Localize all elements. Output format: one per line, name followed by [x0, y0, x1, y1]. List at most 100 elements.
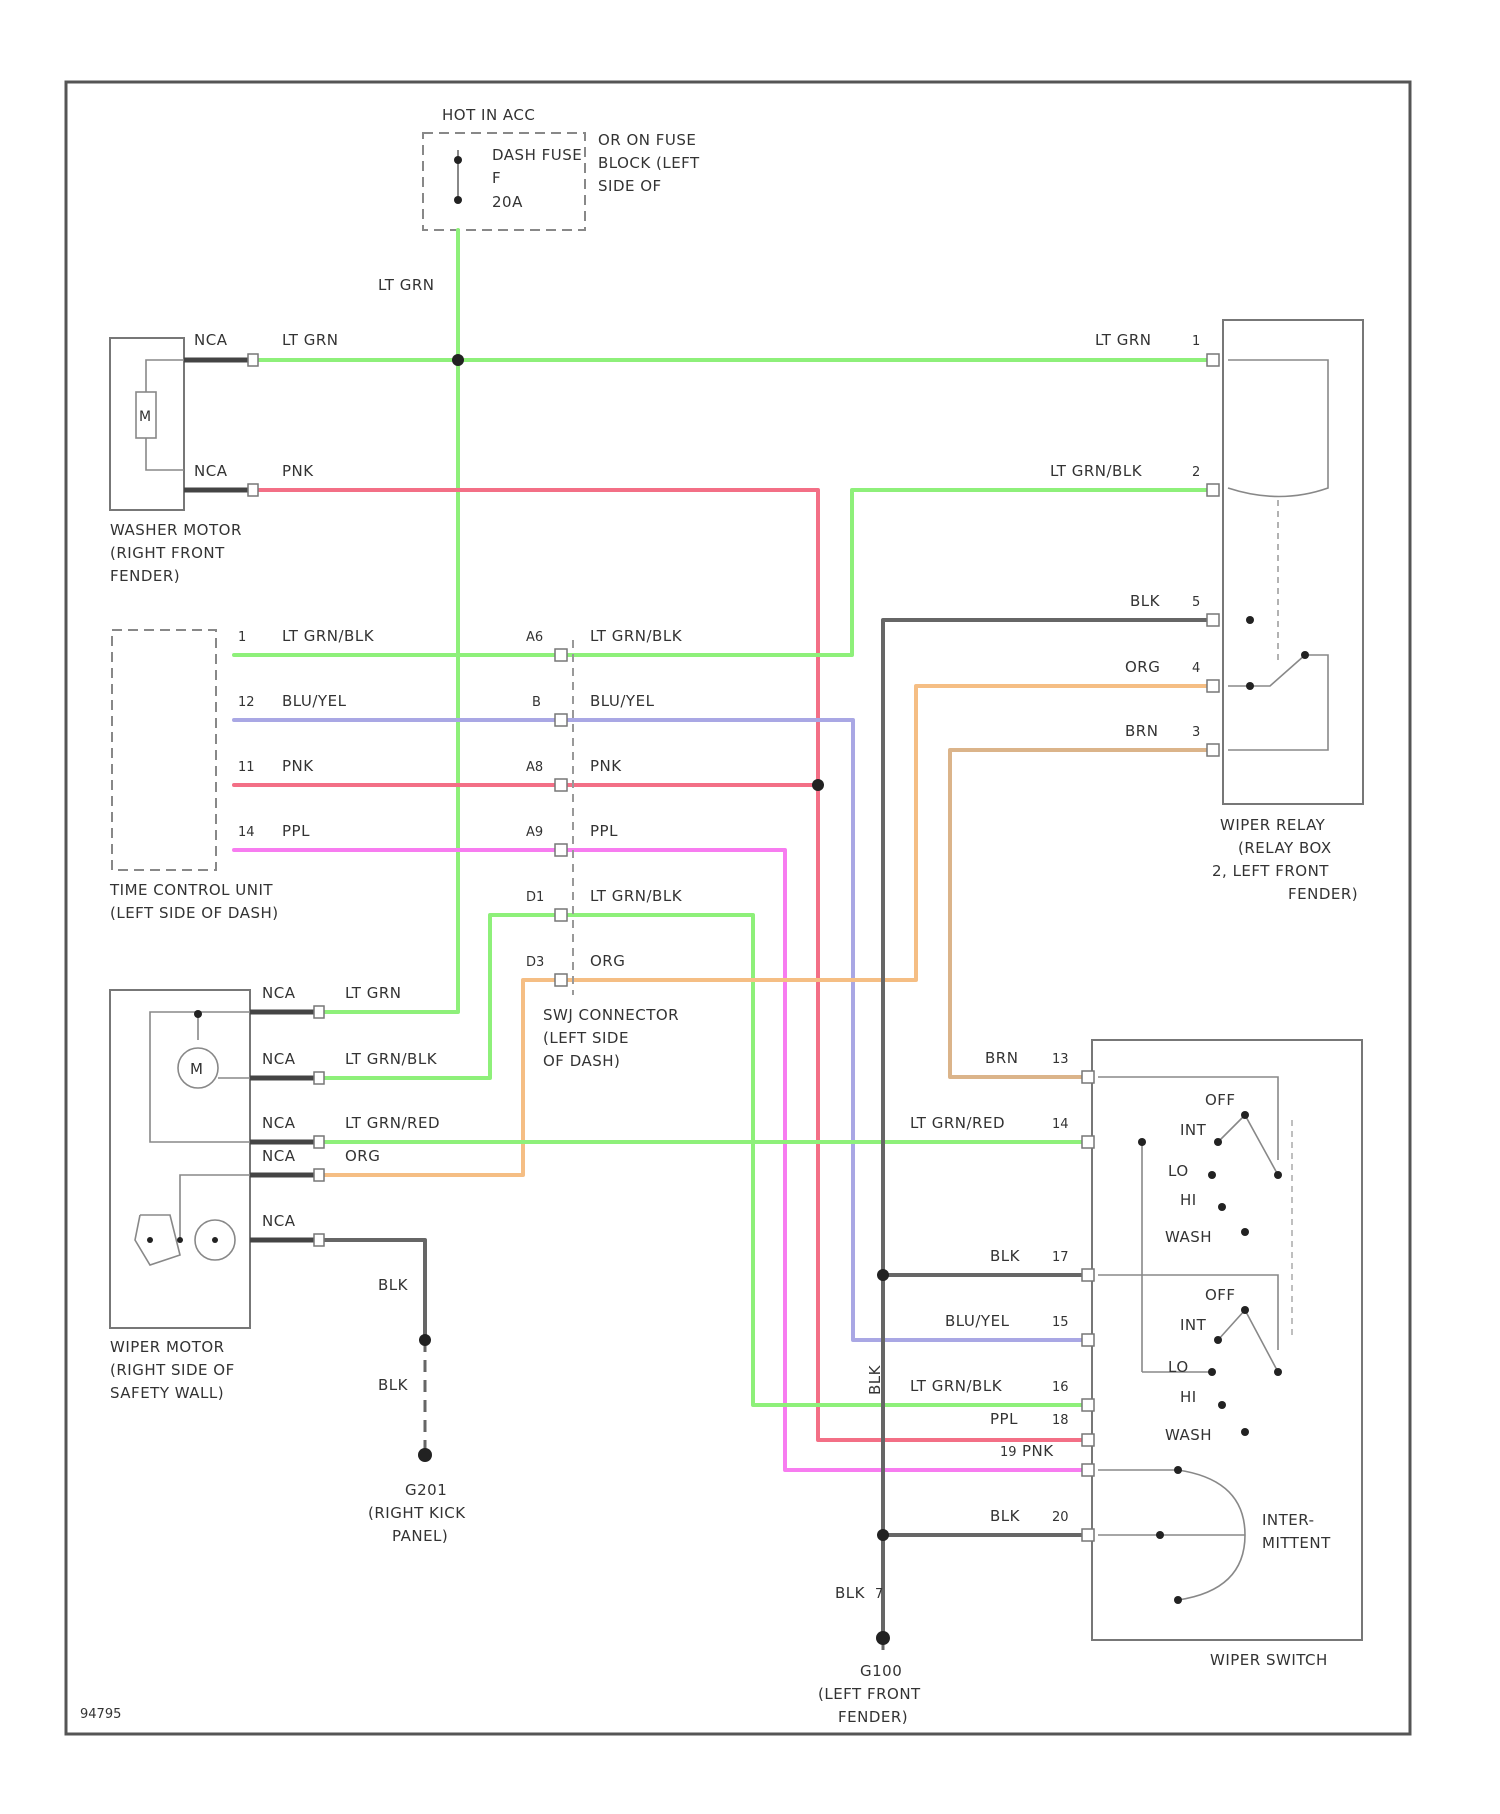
wiper-relay-coil	[1228, 360, 1328, 497]
relay-term-2	[1207, 484, 1219, 496]
wiper-motor-pin-1: NCA	[262, 984, 296, 1002]
sw2-dot-int	[1214, 1336, 1222, 1344]
sw2-dot-lo	[1208, 1368, 1216, 1376]
sw1-pos-hi: HI	[1180, 1191, 1197, 1209]
wiper-motor-caption-3: SAFETY WALL)	[110, 1384, 224, 1402]
sw1-pos-off: OFF	[1205, 1091, 1236, 1109]
sw2-dot-wash	[1241, 1428, 1249, 1436]
wiper-switch-bus-1	[1098, 1077, 1278, 1160]
wiper-motor-park-dot-2	[177, 1237, 183, 1243]
jc-term-d1	[555, 909, 567, 921]
fuse-block: HOT IN ACC DASH FUSE F 20A OR ON FUSE BL…	[423, 106, 700, 230]
label-relay-3-pin: 3	[1192, 725, 1200, 740]
label-relay-2-pin: 2	[1192, 465, 1200, 480]
wiper-motor-park-dot-1	[147, 1237, 153, 1243]
wiper-motor-pin-4: NCA	[262, 1147, 296, 1165]
label-sw-16-pin: 16	[1052, 1380, 1069, 1395]
label-jc-b-pin: B	[532, 695, 541, 710]
label-sw-14-pin: 14	[1052, 1117, 1069, 1132]
tcu-caption-2: (LEFT SIDE OF DASH)	[110, 904, 279, 922]
wire-blu-yel	[234, 720, 1082, 1340]
tcu-caption-1: TIME CONTROL UNIT	[109, 881, 273, 899]
wiper-motor-pin-5: NCA	[262, 1212, 296, 1230]
ground-g100-caption-1: G100	[860, 1662, 902, 1680]
splice-pnk	[812, 779, 824, 791]
ground-g100-caption-3: FENDER)	[838, 1708, 908, 1726]
relay-term-1	[1207, 354, 1219, 366]
label-wm-2: LT GRN/BLK	[345, 1050, 438, 1068]
washer-motor-pin-top: NCA	[194, 331, 228, 349]
label-jc-d1-pin: D1	[526, 890, 544, 905]
label-tcu-14: PPL	[282, 822, 310, 840]
label-sw-15: BLU/YEL	[945, 1312, 1010, 1330]
sw1-dot-wash	[1241, 1228, 1249, 1236]
wiper-motor-park-cam	[135, 1215, 180, 1265]
fuse-name: DASH FUSE	[492, 146, 582, 164]
label-gnd-lower-pin: 7	[875, 1587, 883, 1602]
sw2-pos-hi: HI	[1180, 1388, 1197, 1406]
fuse-rating: 20A	[492, 193, 523, 211]
sw2-pos-int: INT	[1180, 1316, 1207, 1334]
wiper-motor-caption-1: WIPER MOTOR	[110, 1338, 225, 1356]
sw2-dot-hi	[1218, 1401, 1226, 1409]
label-sw-18-pin: 18	[1052, 1413, 1069, 1428]
wire-terminals	[248, 354, 324, 1246]
label-relay-5-pin: 5	[1192, 595, 1200, 610]
label-sw-19: PNK	[1022, 1442, 1054, 1460]
label-tcu-12-pin: 12	[238, 695, 255, 710]
relay-term-4	[1207, 680, 1219, 692]
label-sw-19-pin: 19	[1000, 1445, 1017, 1460]
wiper-switch-arm-1	[1218, 1115, 1278, 1175]
label-tcu-11-pin: 11	[238, 760, 255, 775]
splice-blk-20	[877, 1529, 889, 1541]
wiper-switch-bus-2	[1098, 1275, 1278, 1350]
wire-lt-grn-blk-d1	[320, 915, 1082, 1405]
wiper-relay-contact-loop	[1228, 655, 1328, 750]
wiper-motor-pin-3: NCA	[262, 1114, 296, 1132]
wiper-switch-intermittent-2: MITTENT	[1262, 1534, 1331, 1552]
label-tcu-1: LT GRN/BLK	[282, 627, 375, 645]
sw2-pos-wash: WASH	[1165, 1426, 1212, 1444]
washer-motor-symbol: M	[139, 409, 151, 425]
wiper-motor: M NCA NCA NCA NCA NCA WIPER MOTOR (RIGHT…	[110, 984, 320, 1402]
sw1-dot-int	[1214, 1138, 1222, 1146]
label-jc-a9: PPL	[590, 822, 618, 840]
label-sw-20-pin: 20	[1052, 1510, 1069, 1525]
sw2-pos-lo: LO	[1168, 1358, 1189, 1376]
figure-id: 94795	[80, 1707, 121, 1722]
wiper-relay: WIPER RELAY (RELAY BOX 2, LEFT FRONT FEN…	[1207, 320, 1363, 903]
wire-brn	[950, 750, 1210, 1077]
label-washer-top: LT GRN	[282, 331, 339, 349]
time-control-unit: TIME CONTROL UNIT (LEFT SIDE OF DASH)	[109, 630, 279, 922]
wiper-motor-symbol: M	[190, 1060, 203, 1078]
label-gnd-vertical: BLK	[866, 1364, 884, 1395]
label-sw-16: LT GRN/BLK	[910, 1377, 1003, 1395]
label-relay-2: LT GRN/BLK	[1050, 462, 1143, 480]
label-jc-d3: ORG	[590, 952, 625, 970]
sw1-dot-arm	[1274, 1171, 1282, 1179]
relay-term-3	[1207, 744, 1219, 756]
label-relay-4: ORG	[1125, 658, 1160, 676]
sw2-dot-arm	[1274, 1368, 1282, 1376]
sw2-pos-off: OFF	[1205, 1286, 1236, 1304]
label-jc-a8: PNK	[590, 757, 622, 775]
label-jc-d1: LT GRN/BLK	[590, 887, 683, 905]
switch-term-16	[1082, 1399, 1094, 1411]
wiper-switch-caption: WIPER SWITCH	[1210, 1651, 1328, 1669]
label-wm-3: LT GRN/RED	[345, 1114, 440, 1132]
wire-lt-grn-blk-relay-2	[234, 490, 1210, 655]
sw1-pos-lo: LO	[1168, 1162, 1189, 1180]
label-wm-gnd-1: BLK	[378, 1276, 409, 1294]
sw2-dot-off	[1241, 1306, 1249, 1314]
label-relay-5: BLK	[1130, 592, 1161, 610]
label-gnd-lower: BLK	[835, 1584, 866, 1602]
fuse-location-1: OR ON FUSE	[598, 131, 696, 149]
washer-motor-caption-2: (RIGHT FRONT	[110, 544, 225, 562]
wiper-relay-contact-no	[1301, 651, 1309, 659]
label-sw-13-pin: 13	[1052, 1052, 1069, 1067]
wiper-motor-pin-2: NCA	[262, 1050, 296, 1068]
switch-term-15	[1082, 1334, 1094, 1346]
ground-g201-caption-1: G201	[405, 1481, 447, 1499]
jc-term-d3	[555, 974, 567, 986]
switch-term-18	[1082, 1464, 1094, 1476]
